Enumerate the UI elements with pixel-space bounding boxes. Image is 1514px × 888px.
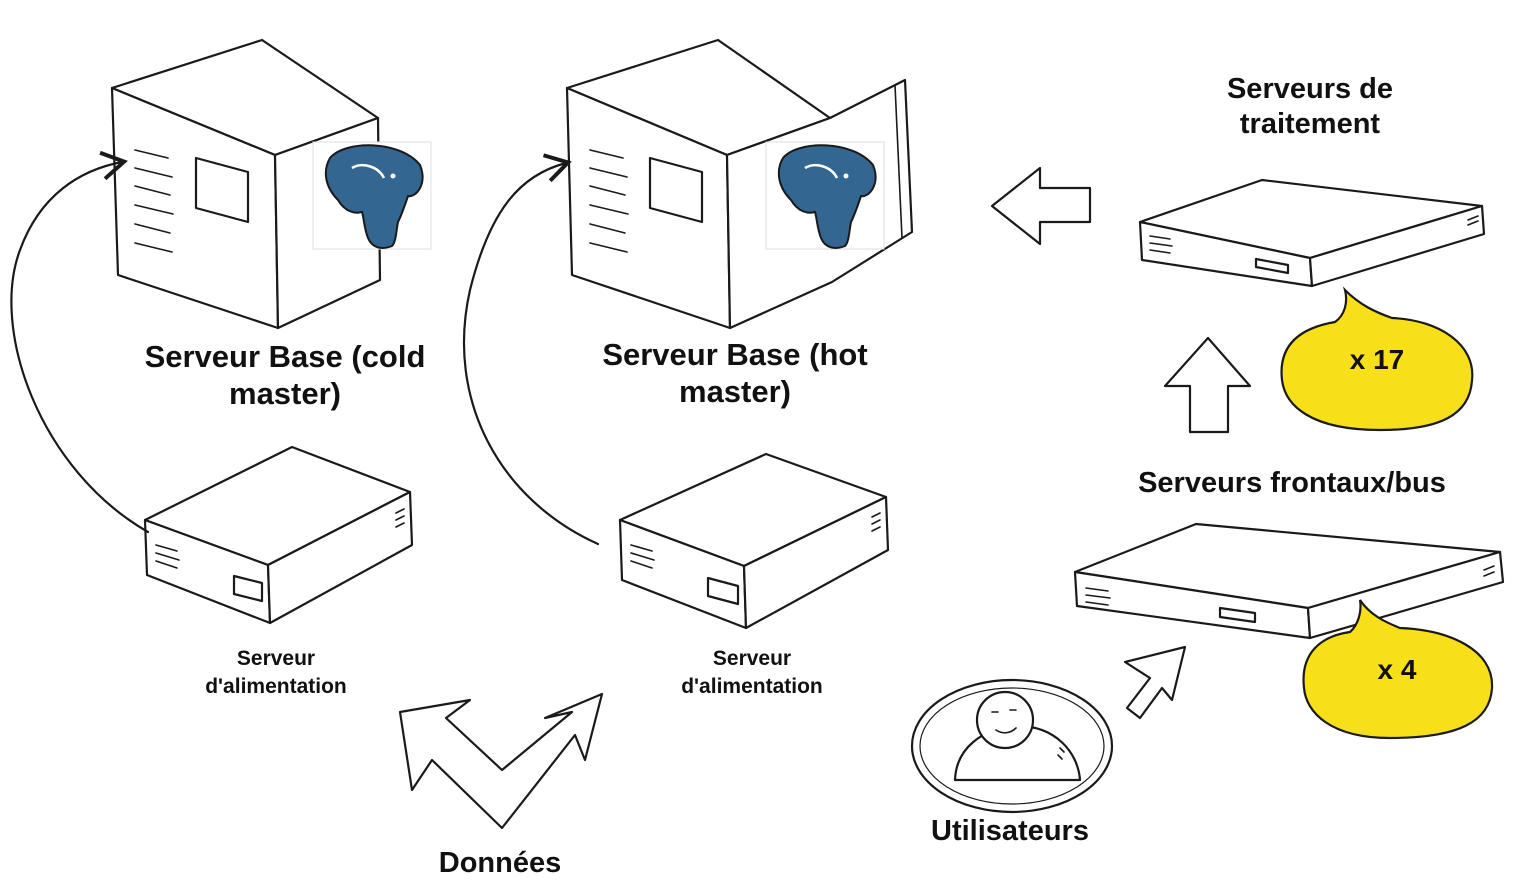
processing-count: x 17 bbox=[1349, 344, 1405, 375]
frontend-server-box bbox=[1073, 522, 1505, 640]
postgresql-elephant-icon bbox=[312, 141, 432, 250]
users-to-frontend-arrow bbox=[1123, 645, 1187, 720]
hot-master-label: Serveur Base (hot master) bbox=[602, 337, 868, 410]
frontend-count: x 4 bbox=[1377, 654, 1417, 685]
count-bubble-processing bbox=[1280, 286, 1474, 432]
postgresql-elephant-icon bbox=[765, 141, 885, 250]
processing-servers-label: Serveurs de traitement bbox=[1226, 73, 1394, 140]
panel-window bbox=[194, 156, 250, 224]
frontend-servers-label: Serveurs frontaux/bus bbox=[1138, 467, 1446, 499]
feed-server-left-box bbox=[143, 445, 414, 625]
panel-window bbox=[648, 156, 704, 224]
drive-slot-lines bbox=[134, 149, 174, 253]
feed-to-cold-master-arrow bbox=[10, 150, 150, 534]
drive-slot-lines bbox=[589, 149, 629, 253]
feed-server-left-label: Serveur d'alimentation bbox=[205, 647, 347, 699]
count-bubble-frontend bbox=[1302, 599, 1494, 740]
users-label: Utilisateurs bbox=[931, 815, 1089, 847]
processing-to-db-arrow bbox=[990, 166, 1092, 246]
cold-master-label: Serveur Base (cold master) bbox=[144, 339, 426, 412]
feed-server-right-box bbox=[618, 452, 890, 630]
processing-server-box bbox=[1138, 178, 1486, 288]
data-label: Données bbox=[438, 847, 562, 879]
feed-to-hot-master-arrow bbox=[462, 153, 600, 546]
feed-server-right-label: Serveur d'alimentation bbox=[681, 647, 823, 699]
user-icon bbox=[910, 678, 1114, 814]
bidirectional-arrow-icon bbox=[398, 692, 604, 830]
frontend-to-processing-arrow bbox=[1163, 336, 1252, 434]
